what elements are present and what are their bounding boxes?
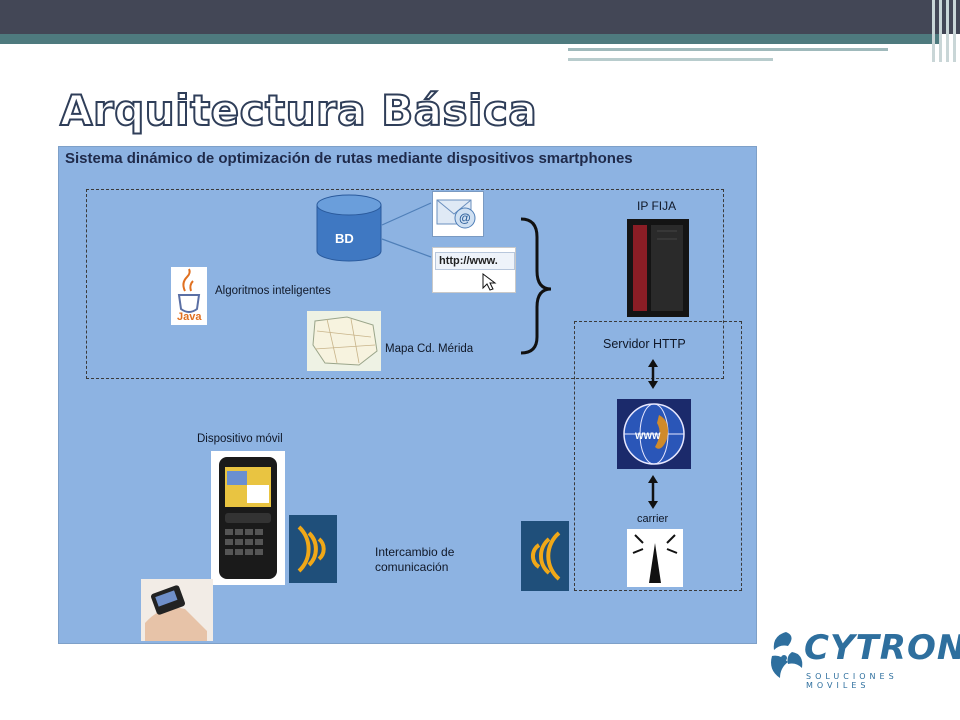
database-label: BD <box>335 231 354 246</box>
cursor-icon <box>482 273 497 291</box>
hand-with-phone-image <box>141 579 213 641</box>
decorative-line <box>568 48 888 51</box>
slide-title: Arquitectura Básica <box>59 85 538 136</box>
cytron-logo: CYTRON SOLUCIONES MOVILES <box>766 628 960 690</box>
map-glyph <box>312 316 378 366</box>
signal-waves-icon <box>521 521 569 591</box>
server-zone-box <box>86 189 724 379</box>
cytron-emblem-icon <box>771 632 803 678</box>
brand-tagline: SOLUCIONES MOVILES <box>806 672 898 690</box>
network-zone-box <box>574 321 742 591</box>
top-banner <box>0 0 960 34</box>
server-tower-icon <box>627 219 689 317</box>
brand-name: CYTRON <box>804 628 960 668</box>
top-accent-stripe <box>0 34 940 44</box>
double-arrow-icon <box>648 359 658 389</box>
db-web-connector <box>381 238 432 258</box>
java-text: Java <box>177 311 202 323</box>
double-arrow-icon <box>648 475 658 509</box>
url-text: http://www. <box>439 255 498 267</box>
fixed-ip-label: IP FIJA <box>637 199 677 213</box>
email-at-glyph: @ <box>436 199 476 229</box>
diagram-graphics: WWW <box>289 194 691 591</box>
algorithms-label: Algoritmos inteligentes <box>215 285 331 297</box>
globe-www-label: WWW <box>635 431 661 441</box>
mobile-device-label: Dispositivo móvil <box>197 433 283 445</box>
carrier-label: carrier <box>637 513 669 525</box>
db-email-connector <box>381 202 432 226</box>
database-icon <box>316 194 382 262</box>
globe-www-icon: WWW <box>617 399 691 469</box>
antenna-tower-icon <box>627 529 683 587</box>
hand-phone-glyph <box>145 585 207 641</box>
decorative-vertical-stripes <box>930 0 960 62</box>
java-cup-glyph <box>177 268 201 313</box>
architecture-diagram: Sistema dinámico de optimización de ruta… <box>58 146 757 644</box>
grouping-brace <box>520 217 552 355</box>
signal-waves-icon <box>289 515 337 583</box>
web-url-thumbnail: http://www. <box>432 247 516 293</box>
svg-text:@: @ <box>459 211 471 225</box>
email-at-icon: @ <box>432 191 484 237</box>
communication-exchange-label: Intercambio de comunicación <box>375 545 455 574</box>
http-server-label: Servidor HTTP <box>603 337 686 351</box>
java-logo-icon: Java <box>171 267 207 325</box>
smartphone-image <box>211 451 285 585</box>
decorative-line <box>568 58 773 61</box>
map-label: Mapa Cd. Mérida <box>385 343 474 355</box>
smartphone-glyph <box>219 457 277 579</box>
merida-map-thumbnail <box>307 311 381 371</box>
diagram-title: Sistema dinámico de optimización de ruta… <box>65 150 633 167</box>
